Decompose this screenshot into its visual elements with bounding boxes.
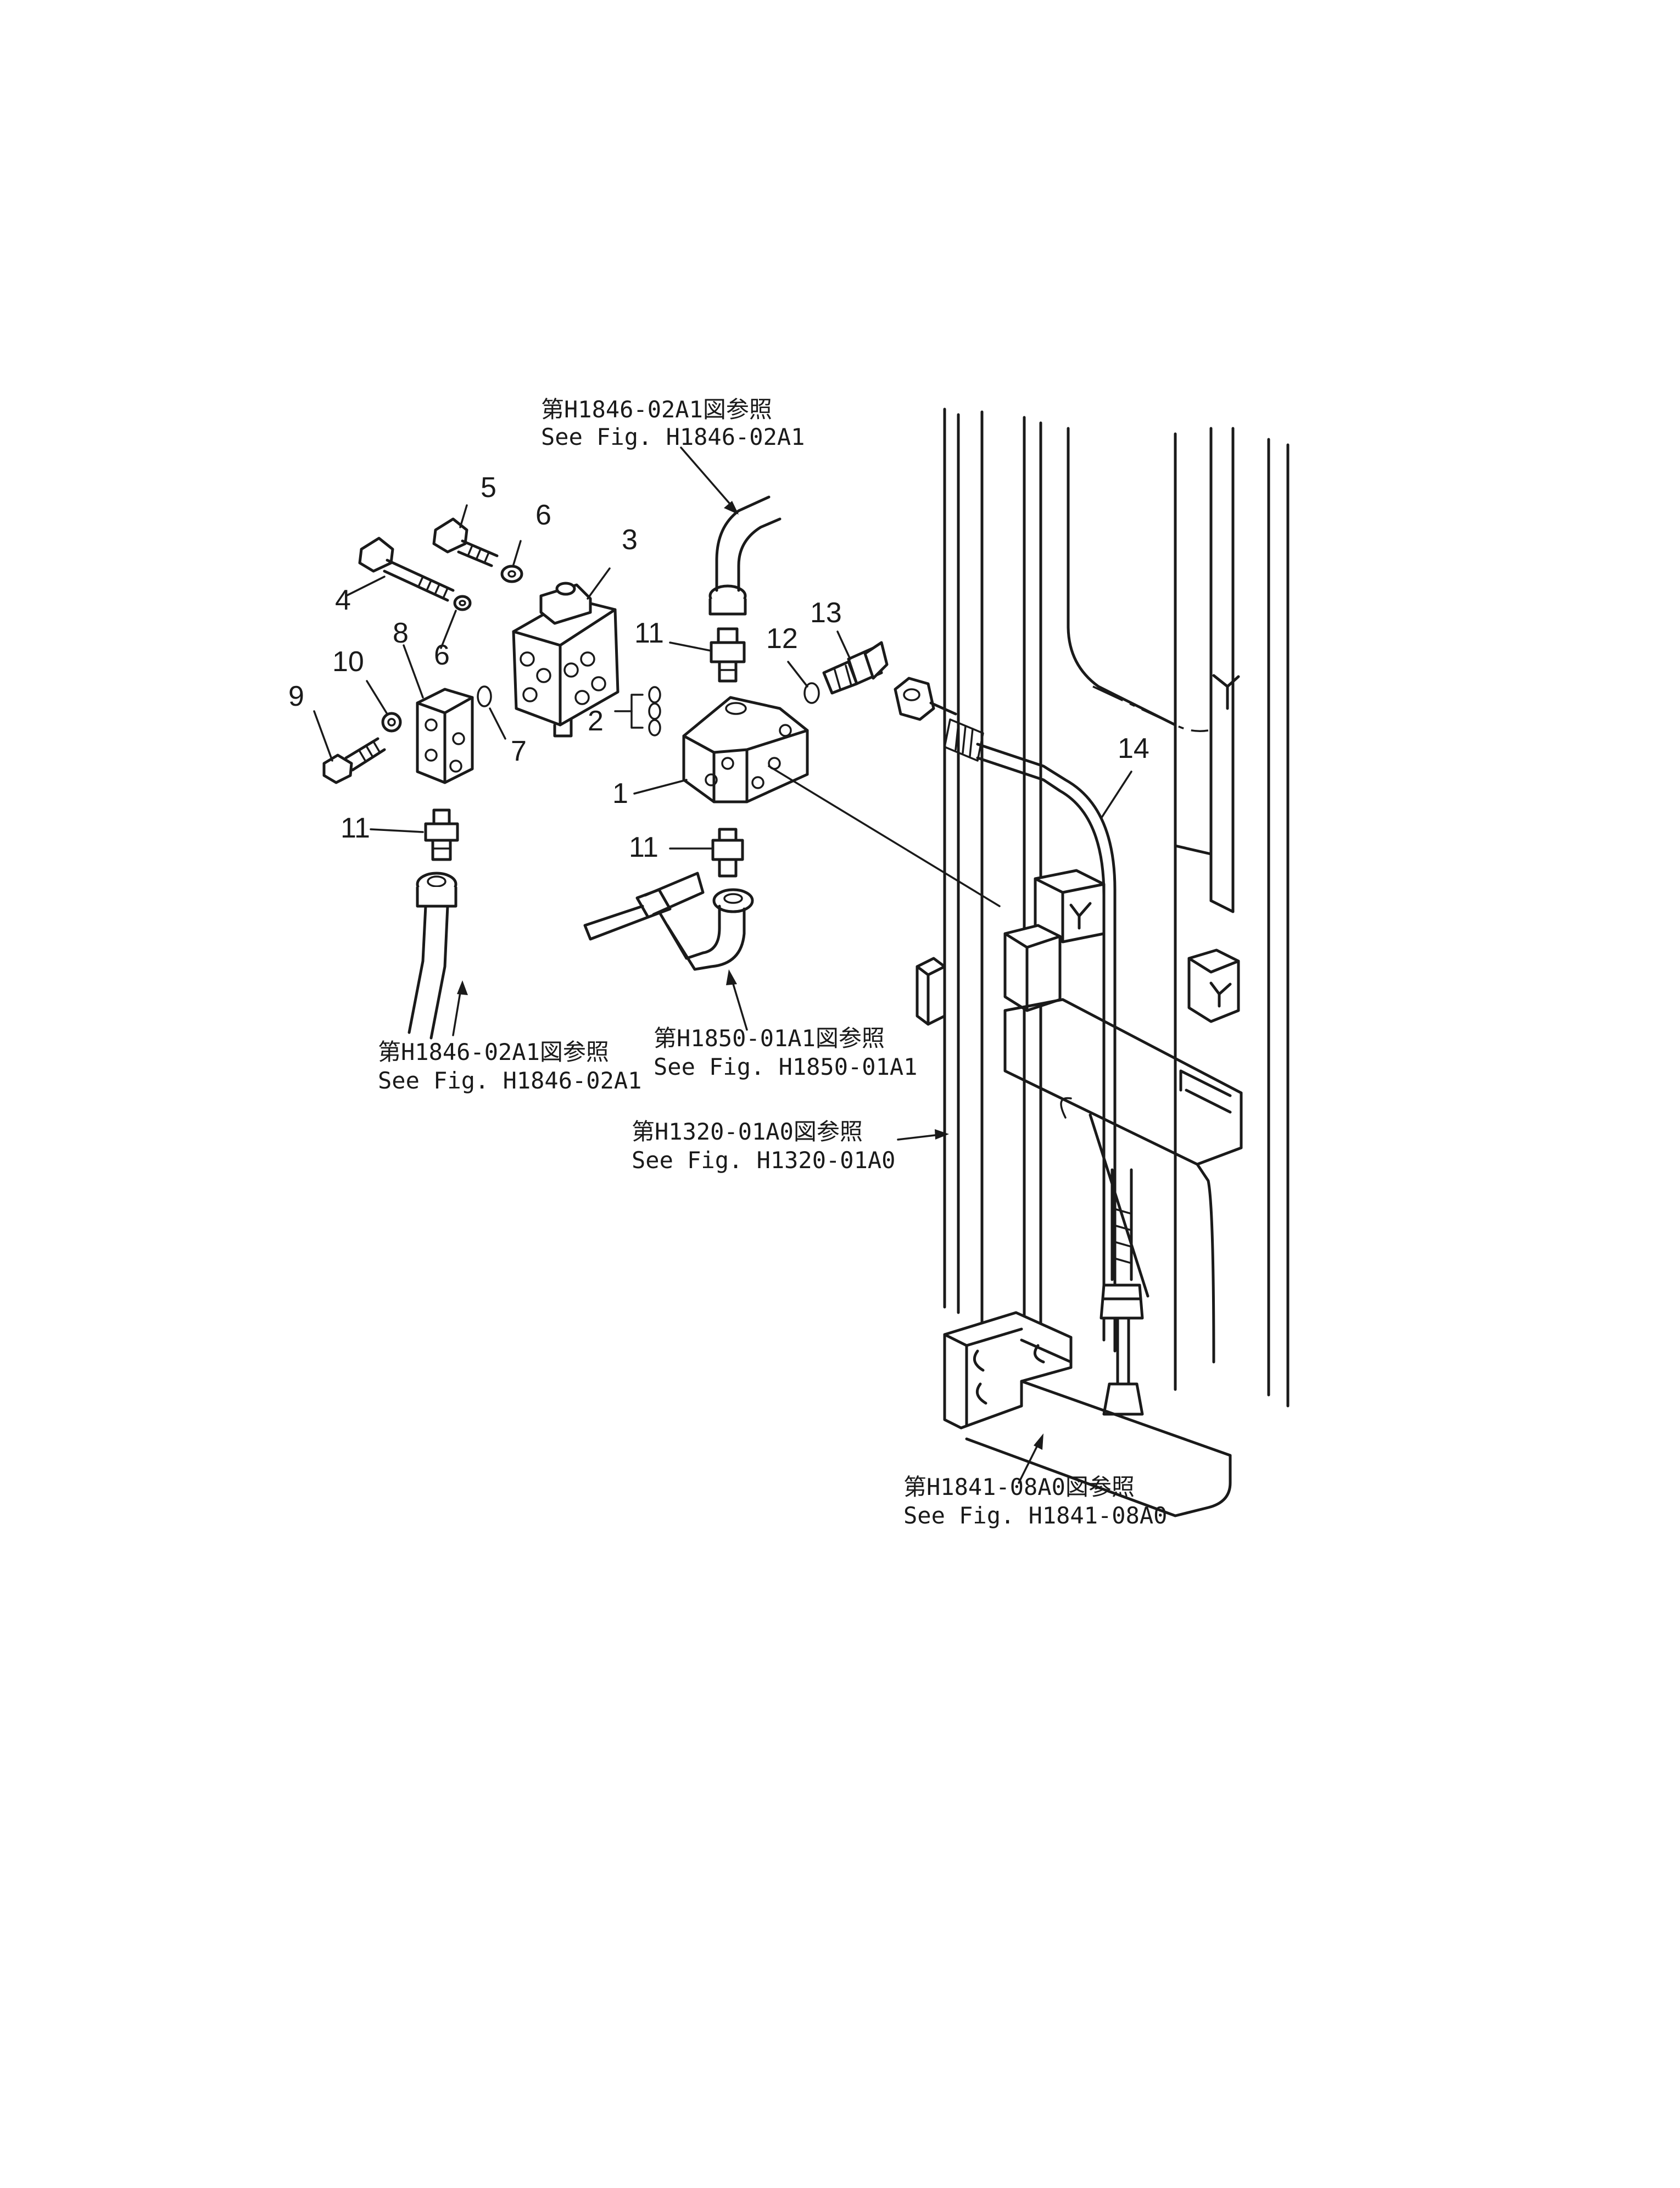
callout-10: 10 — [332, 646, 364, 678]
part-11-fitting-upper — [710, 627, 746, 683]
reference-labels: 第H1846-02A1図参照 See Fig. H1846-02A1 第H184… — [378, 396, 1167, 1529]
frame-structure — [916, 408, 1290, 1408]
o-rings-2 — [614, 686, 661, 736]
part-10-washer — [381, 712, 402, 733]
tee-block — [943, 1311, 1232, 1517]
ref-top-jp: 第H1846-02A1図参照 — [541, 396, 772, 423]
ref-left-jp: 第H1846-02A1図参照 — [378, 1039, 609, 1065]
ref-left-en: See Fig. H1846-02A1 — [378, 1067, 641, 1094]
leader-lines — [313, 446, 1132, 1484]
ref-bottom-jp: 第H1841-08A0図参照 — [903, 1473, 1135, 1500]
part-12-o-ring — [803, 682, 820, 704]
callout-2: 2 — [588, 705, 604, 737]
callout-numbers: 1 2 3 4 5 6 6 7 8 9 10 11 11 11 12 13 14 — [288, 472, 1149, 863]
part-1-manifold — [682, 696, 1001, 907]
part-13-elbow — [822, 641, 889, 695]
callout-13: 13 — [810, 597, 842, 629]
callout-14: 14 — [1118, 733, 1149, 764]
ref-middle-jp: 第H1850-01A1図参照 — [654, 1025, 885, 1052]
part-6-washer-lower — [453, 595, 472, 611]
ref-bottom-en: See Fig. H1841-08A0 — [903, 1502, 1167, 1529]
hose-end-fitting — [894, 677, 957, 721]
part-11-fitting-lower — [711, 828, 744, 878]
callout-8: 8 — [393, 617, 409, 649]
callout-4: 4 — [335, 584, 351, 616]
left-pipe — [408, 872, 457, 1040]
callout-11-left: 11 — [341, 812, 370, 844]
lower-fitting — [1089, 1113, 1149, 1416]
part-8-block — [416, 688, 474, 784]
hose-14 — [944, 718, 1117, 1353]
ref-middle-en: See Fig. H1850-01A1 — [654, 1053, 917, 1080]
callout-9: 9 — [288, 680, 304, 712]
lower-pipe — [583, 872, 754, 971]
callout-12: 12 — [766, 623, 798, 655]
ref-top-en: See Fig. H1846-02A1 — [541, 423, 805, 450]
callout-6b: 6 — [434, 639, 450, 671]
callout-11-upper: 11 — [634, 617, 664, 649]
part-5-bolt — [432, 517, 499, 567]
part-9-bolt — [322, 737, 386, 784]
part-11-fitting-left — [424, 808, 459, 861]
part-4-bolt — [358, 537, 455, 602]
callout-1: 1 — [612, 778, 628, 810]
part-3-valve — [512, 582, 619, 738]
callout-11-lower: 11 — [629, 831, 658, 863]
upper-pipe — [708, 495, 782, 616]
part-7-o-ring — [477, 685, 492, 707]
ref-frame-en: See Fig. H1320-01A0 — [632, 1147, 895, 1174]
callout-7: 7 — [511, 735, 527, 767]
callout-5: 5 — [481, 472, 496, 504]
callout-3: 3 — [622, 524, 638, 556]
part-6-washer-upper — [500, 565, 523, 583]
callout-6a: 6 — [535, 499, 551, 531]
ref-frame-jp: 第H1320-01A0図参照 — [632, 1118, 863, 1145]
